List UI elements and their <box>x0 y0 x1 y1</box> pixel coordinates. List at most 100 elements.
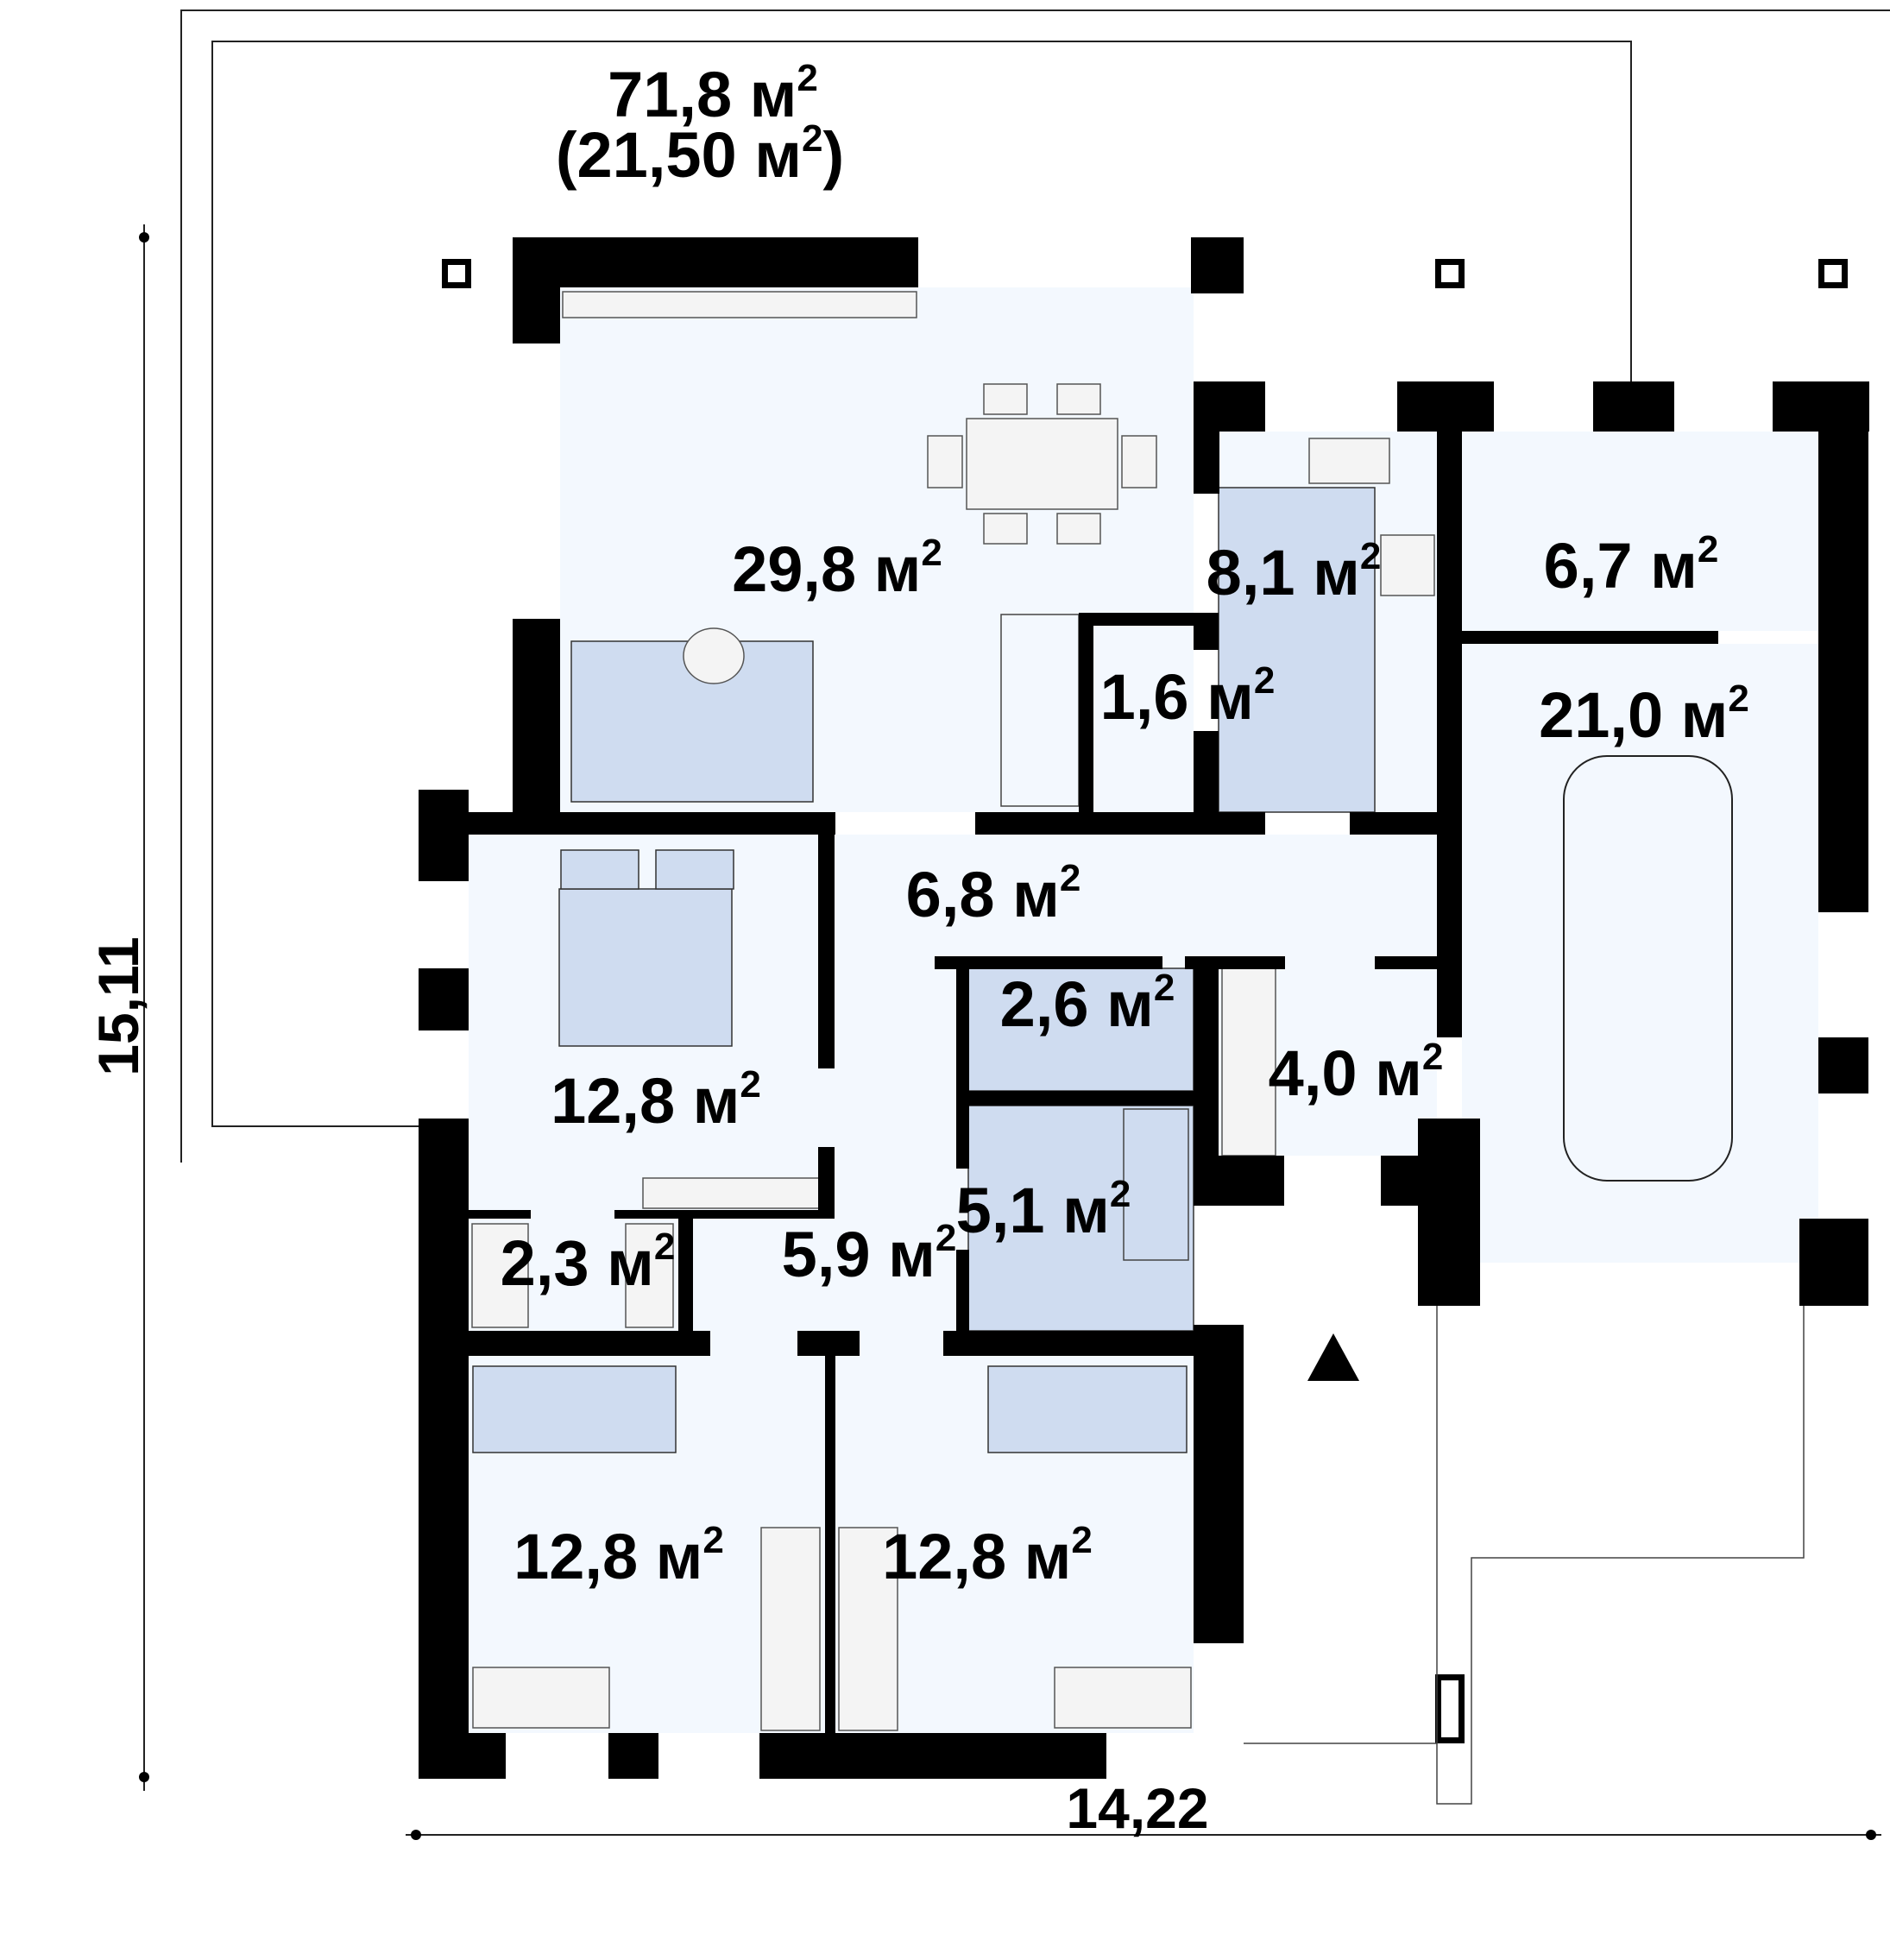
chair <box>1056 383 1101 415</box>
room-area: 21,0 м <box>1539 679 1728 751</box>
room-area-unit-exponent: 2 <box>654 1226 675 1268</box>
single-bed-left <box>472 1365 677 1453</box>
wall <box>956 1250 969 1331</box>
entrance-area <box>1244 1306 1805 1805</box>
chair <box>927 435 963 488</box>
wall <box>419 968 469 1030</box>
pillar-core <box>1441 265 1458 282</box>
double-bed <box>558 888 733 1047</box>
room-area: 2,6 м <box>1000 968 1154 1040</box>
walls <box>419 237 1869 1779</box>
pillow <box>655 849 734 890</box>
room-area-unit-exponent: 2 <box>936 1217 956 1259</box>
wardrobe-left <box>760 1527 821 1731</box>
wall <box>614 1210 835 1219</box>
pillar-core <box>1824 265 1842 282</box>
car <box>1563 755 1733 1182</box>
room-area-unit-exponent: 2 <box>702 1519 723 1561</box>
room-area: 12,8 м <box>513 1521 702 1592</box>
room-area-unit-exponent: 2 <box>1728 677 1748 720</box>
terrace-covered-area-label: (21,50 м2) <box>556 117 844 191</box>
room-area-unit-exponent: 2 <box>1254 659 1275 702</box>
terrace-area-label: 71,8 м2 <box>608 57 818 130</box>
room-area: 1,6 м <box>1100 661 1254 733</box>
wall <box>419 790 469 881</box>
room-label-living-dining: 29,8 м2 <box>732 532 942 605</box>
hob <box>1380 534 1435 596</box>
room-label-shower-room: 2,6 м2 <box>1000 967 1175 1040</box>
chair <box>983 513 1028 545</box>
entrance-arrow-icon <box>1307 1333 1359 1381</box>
room-floor <box>1462 432 1818 631</box>
wall <box>1194 1325 1244 1643</box>
wall <box>825 1356 835 1733</box>
wall <box>797 1331 860 1356</box>
room-area-unit-exponent: 2 <box>1698 528 1718 570</box>
wall <box>1194 1156 1284 1206</box>
room-label-bedroom-left: 12,8 м2 <box>513 1519 724 1592</box>
dimension-height: 15,11 <box>86 224 150 1791</box>
wall <box>1818 1037 1868 1093</box>
wall <box>513 237 560 343</box>
wall <box>469 1331 710 1356</box>
wall <box>419 1733 506 1779</box>
wall <box>1462 631 1718 644</box>
wall <box>956 956 969 1169</box>
room-area-unit-exponent: 2 <box>1110 1173 1131 1215</box>
room-area: 2,3 м <box>501 1227 654 1299</box>
room-label-kitchen: 8,1 м2 <box>1206 535 1382 608</box>
wall <box>1437 432 1462 1037</box>
dimension-width-label: 14,22 <box>1066 1776 1208 1840</box>
terrace-outline <box>180 9 1890 1163</box>
room-label-master-bedroom: 12,8 м2 <box>551 1063 761 1137</box>
wall <box>1191 237 1244 293</box>
room-area: 6,8 м <box>906 859 1060 930</box>
wall <box>1818 381 1868 912</box>
single-bed-right <box>987 1365 1188 1453</box>
room-area-unit-exponent: 2 <box>1071 1519 1092 1561</box>
wall <box>469 812 835 835</box>
room-label-wardrobe: 2,3 м2 <box>501 1226 676 1299</box>
pillar-core <box>1441 1680 1458 1737</box>
wall <box>419 1119 469 1779</box>
wall <box>1799 1219 1868 1306</box>
room-label-entrance-closet: 4,0 м2 <box>1269 1036 1444 1109</box>
room-area-unit-exponent: 2 <box>921 532 942 574</box>
wall <box>818 1147 835 1219</box>
room-area: 29,8 м <box>732 533 921 605</box>
room-area-unit-exponent: 2 <box>1154 967 1175 1009</box>
room-floor <box>1462 644 1818 1263</box>
wall <box>1397 381 1494 432</box>
wall <box>968 1091 1194 1106</box>
wall <box>513 237 918 287</box>
shelf <box>625 1223 674 1328</box>
wall <box>943 1331 1232 1356</box>
sink <box>1308 438 1390 484</box>
pillow <box>560 849 639 890</box>
desk-right <box>1054 1667 1192 1729</box>
wall <box>1350 812 1437 835</box>
wall <box>608 1733 658 1779</box>
wall <box>1593 381 1674 432</box>
wardrobe-right <box>838 1527 898 1731</box>
wall <box>469 1210 531 1219</box>
dimension-width: 14,22 <box>406 1776 1881 1840</box>
room-area: 8,1 м <box>1206 537 1360 608</box>
room-label-hall: 6,8 м2 <box>906 857 1081 930</box>
room-area-unit-exponent: 2 <box>1060 857 1080 899</box>
shelf <box>471 1223 529 1328</box>
dining-table <box>966 418 1118 510</box>
room-label-bedroom-right: 12,8 м2 <box>882 1519 1093 1592</box>
wall <box>1194 613 1219 650</box>
bathtub <box>1123 1108 1189 1261</box>
room-area-unit-exponent: 2 <box>740 1063 760 1106</box>
wall <box>975 812 1265 835</box>
wall <box>1079 613 1219 626</box>
bathroom-floor <box>967 1105 1194 1332</box>
wall <box>818 812 835 1068</box>
room-label-wc: 1,6 м2 <box>1100 659 1276 733</box>
wall <box>1418 1119 1480 1306</box>
wall <box>1194 956 1219 1156</box>
